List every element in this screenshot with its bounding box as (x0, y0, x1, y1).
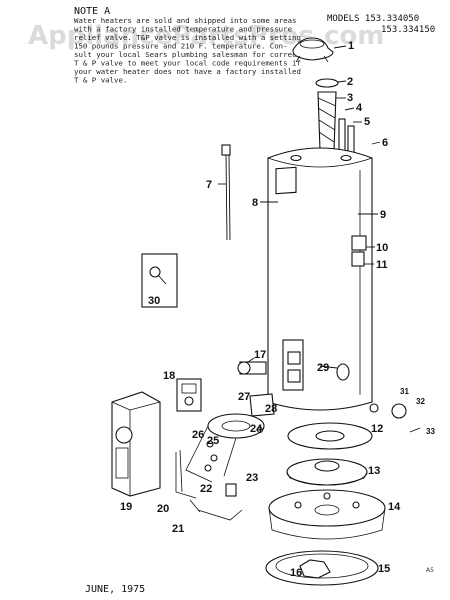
callout-labels: 1 2 3 4 5 6 7 8 9 10 11 12 13 14 15 16 1… (120, 40, 435, 579)
burner-part (185, 413, 265, 483)
callout-19: 19 (120, 501, 132, 513)
models-line-1: MODELS 153.334050 (327, 14, 419, 24)
callout-21: 21 (172, 523, 184, 535)
note-line-4: 150 pounds pressure and 210 F. temperatu… (74, 42, 288, 51)
gas-control-part (176, 378, 202, 412)
callout-5: 5 (364, 116, 370, 128)
base-pan-part (268, 489, 386, 540)
callout-27: 27 (238, 391, 250, 403)
note-line-2: with a factory installed temperature and… (74, 25, 293, 34)
callout-25: 25 (207, 435, 219, 447)
drain-valve-part (237, 361, 267, 375)
tubing-and-pilot-parts (175, 426, 264, 521)
callout-16: 16 (290, 567, 302, 579)
callout-4: 4 (356, 102, 363, 114)
callout-9: 9 (380, 209, 386, 221)
leader-lines (218, 45, 381, 369)
callout-17: 17 (254, 349, 266, 361)
note-title: NOTE A (74, 6, 110, 17)
base-part (265, 550, 379, 586)
page-mark: A5 (426, 567, 434, 574)
callout-29: 29 (317, 362, 329, 374)
callout-18: 18 (163, 370, 175, 382)
screw-part-33 (409, 427, 421, 433)
note-line-6: T & P valve to meet your local code requ… (74, 59, 301, 68)
screw-box-part (141, 253, 178, 308)
model-numbers: MODELS 153.334050 153.334150 (327, 14, 435, 35)
callout-1: 1 (348, 40, 354, 52)
cap-part-31 (369, 403, 379, 413)
flue-hood-part (292, 37, 334, 63)
callout-15: 15 (378, 563, 390, 575)
callout-8: 8 (252, 197, 258, 209)
note-line-8: T & P valve. (74, 76, 127, 85)
note-line-3: relief valve. T&P valve is installed wit… (74, 33, 301, 42)
callout-2: 2 (347, 76, 353, 88)
callout-33: 33 (426, 427, 435, 436)
callout-28: 28 (265, 403, 277, 415)
gasket-ring-part (287, 422, 373, 450)
callout-6: 6 (382, 137, 388, 149)
note-line-1: Water heaters are sold and shipped into … (74, 16, 296, 25)
dip-tube-part (221, 144, 231, 241)
baffle-collar-part (315, 78, 339, 88)
callout-14: 14 (388, 501, 401, 513)
callout-12: 12 (371, 423, 383, 435)
callout-30: 30 (148, 295, 160, 307)
callout-7: 7 (206, 179, 212, 191)
callout-22: 22 (200, 483, 212, 495)
radiant-shield-part (286, 458, 368, 486)
callout-32: 32 (416, 397, 425, 406)
callout-13: 13 (368, 465, 380, 477)
callout-31: 31 (400, 387, 409, 396)
callout-10: 10 (376, 242, 388, 254)
note-line-7: your water heater does not have a factor… (74, 67, 301, 76)
callout-26: 26 (192, 429, 204, 441)
models-line-2: 153.334150 (381, 25, 435, 35)
callout-23: 23 (246, 472, 258, 484)
callout-11: 11 (376, 259, 388, 271)
callout-24: 24 (250, 423, 263, 435)
callout-20: 20 (157, 503, 169, 515)
outer-door-part (111, 391, 161, 497)
note-a: NOTE A Water heaters are sold and shippe… (74, 6, 301, 85)
callout-3: 3 (347, 92, 353, 104)
note-line-5: sult your local Sears plumbing salesman … (74, 50, 301, 59)
publication-date: JUNE, 1975 (85, 584, 145, 595)
water-heater-tank (267, 147, 373, 411)
disc-part-32 (391, 403, 407, 419)
flue-baffle-part (317, 91, 337, 151)
shield-plate-part (249, 393, 275, 417)
